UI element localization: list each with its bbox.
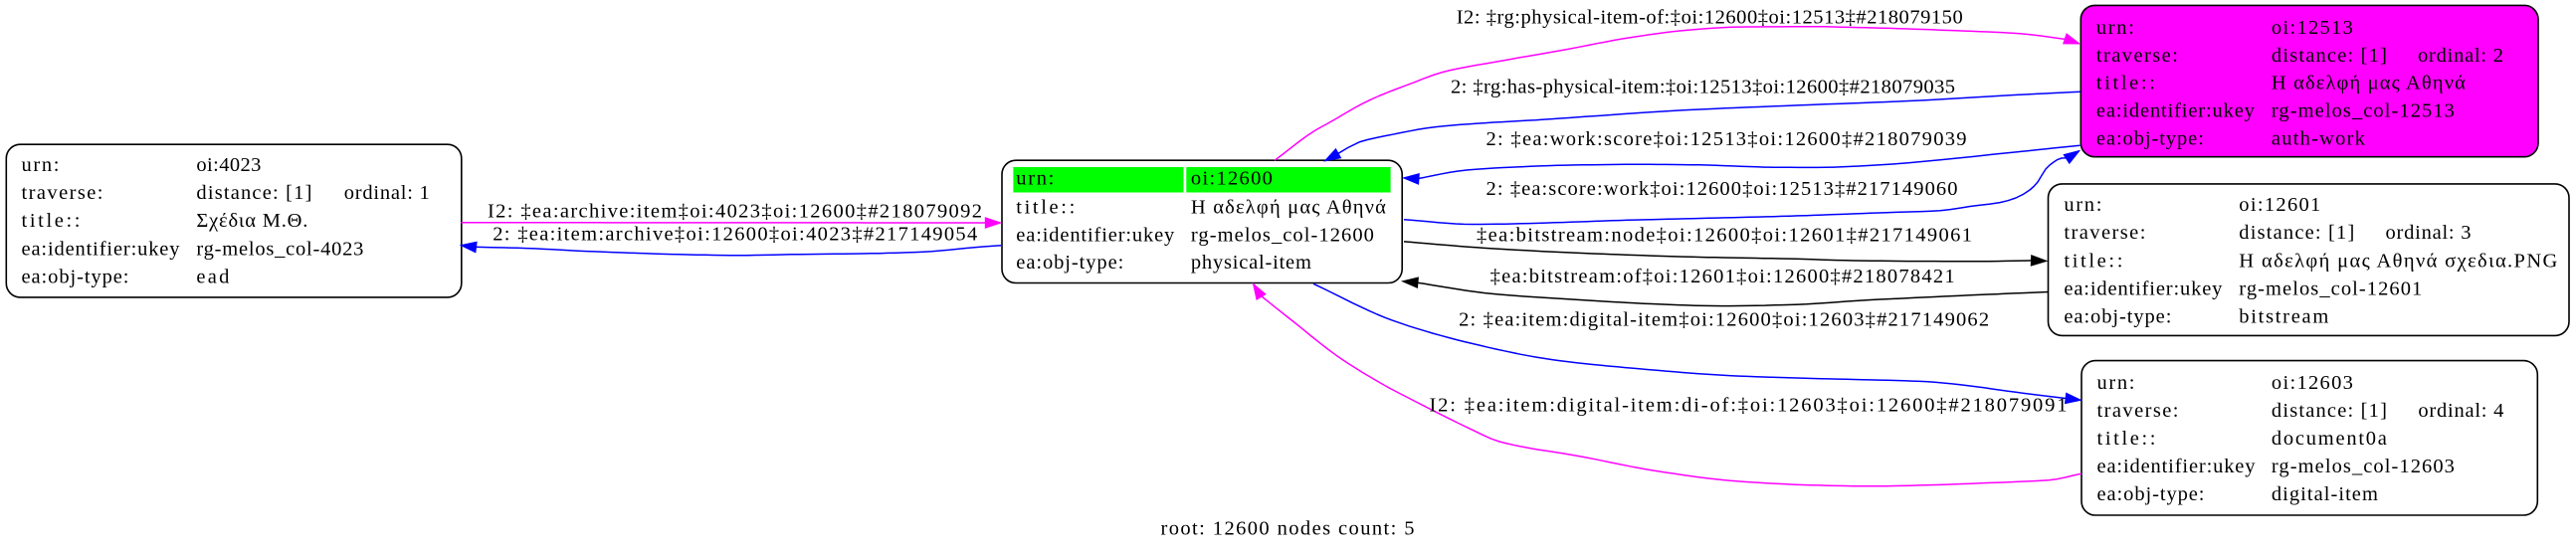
svg-text:‡ea:bitstream:of‡oi:12601‡oi:1: ‡ea:bitstream:of‡oi:12601‡oi:12600‡#2180…	[1490, 266, 1955, 287]
svg-text:I2: ‡ea:archive:item‡oi:4023‡o: I2: ‡ea:archive:item‡oi:4023‡oi:12600‡#2…	[488, 200, 982, 222]
svg-text:oi:12601: oi:12601	[2239, 194, 2320, 216]
svg-text:ordinal: 4: ordinal: 4	[2418, 400, 2503, 422]
svg-text:oi:4023: oi:4023	[196, 154, 261, 176]
svg-text:ea:obj-type:: ea:obj-type:	[1016, 252, 1123, 274]
svg-text:oi:12600: oi:12600	[1191, 168, 1273, 190]
svg-text:oi:12513: oi:12513	[2272, 17, 2353, 39]
svg-text:2: ‡ea:score:work‡oi:12600‡oi:: 2: ‡ea:score:work‡oi:12600‡oi:12513‡#217…	[1486, 178, 1958, 200]
svg-text:Η αδελφή μας Αθηνά: Η αδελφή μας Αθηνά	[2272, 73, 2466, 94]
svg-text:distance: [1]: distance: [1]	[196, 182, 311, 204]
svg-text:document0a: document0a	[2272, 428, 2387, 450]
svg-text:I2: ‡rg:physical-item-of:‡oi:1: I2: ‡rg:physical-item-of:‡oi:12600‡oi:12…	[1457, 7, 1963, 29]
svg-text:ea:identifier:ukey: ea:identifier:ukey	[2064, 278, 2223, 299]
svg-text:ea:obj-type:: ea:obj-type:	[2064, 306, 2171, 328]
svg-text:ea:identifier:ukey: ea:identifier:ukey	[1016, 224, 1175, 246]
svg-text:distance: [1]: distance: [1]	[2239, 222, 2354, 244]
svg-text:ea:obj-type:: ea:obj-type:	[2097, 483, 2205, 505]
svg-text:rg-melos_col-12603: rg-melos_col-12603	[2272, 456, 2455, 477]
svg-text:physical-item: physical-item	[1191, 252, 1311, 274]
svg-text:bitstream: bitstream	[2239, 306, 2328, 328]
svg-text:oi:12603: oi:12603	[2272, 372, 2353, 394]
svg-text:rg-melos_col-12513: rg-melos_col-12513	[2272, 100, 2455, 122]
svg-text:distance: [1]: distance: [1]	[2272, 400, 2387, 422]
svg-text:ea:identifier:ukey: ea:identifier:ukey	[22, 238, 181, 260]
svg-text:rg-melos_col-12600: rg-melos_col-12600	[1191, 224, 1374, 246]
svg-text:traverse:: traverse:	[2064, 222, 2145, 244]
svg-text:ea:identifier:ukey: ea:identifier:ukey	[2097, 456, 2257, 477]
svg-text:ordinal: 3: ordinal: 3	[2386, 222, 2472, 244]
svg-text:Η αδελφή μας Αθηνά: Η αδελφή μας Αθηνά	[1191, 197, 1386, 219]
svg-text:traverse:: traverse:	[2097, 400, 2179, 422]
svg-text:traverse:: traverse:	[22, 182, 103, 204]
svg-text:ordinal: 2: ordinal: 2	[2418, 45, 2503, 67]
svg-text:distance: [1]: distance: [1]	[2272, 45, 2387, 67]
svg-text:2: ‡ea:work:score‡oi:12513‡oi:: 2: ‡ea:work:score‡oi:12513‡oi:12600‡#218…	[1486, 128, 1967, 150]
svg-text:I2: ‡ea:item:digital-item:di-o: I2: ‡ea:item:digital-item:di-of:‡oi:1260…	[1430, 395, 2068, 417]
svg-text:title::: title::	[2064, 250, 2122, 272]
svg-text:title::: title::	[1016, 197, 1075, 219]
svg-text:auth-work: auth-work	[2272, 127, 2366, 149]
svg-text:ordinal: 1: ordinal: 1	[344, 182, 430, 204]
svg-text:2: ‡ea:item:digital-item‡oi:12: 2: ‡ea:item:digital-item‡oi:12600‡oi:126…	[1459, 308, 1989, 330]
svg-text:‡ea:bitstream:node‡oi:12600‡oi: ‡ea:bitstream:node‡oi:12600‡oi:12601‡#21…	[1477, 224, 1972, 246]
svg-text:Σχέδια Μ.Θ.: Σχέδια Μ.Θ.	[196, 210, 307, 232]
svg-text:2: ‡ea:item:archive‡oi:12600‡o: 2: ‡ea:item:archive‡oi:12600‡oi:4023‡#21…	[493, 224, 977, 246]
svg-text:Η αδελφή μας Αθηνά σχεδια.PNG: Η αδελφή μας Αθηνά σχεδια.PNG	[2239, 250, 2557, 272]
svg-text:rg-melos_col-4023: rg-melos_col-4023	[196, 238, 363, 260]
svg-text:digital-item: digital-item	[2272, 483, 2378, 505]
svg-text:title::: title::	[22, 210, 81, 232]
svg-text:title::: title::	[2097, 428, 2156, 450]
svg-text:ea:obj-type:: ea:obj-type:	[2096, 127, 2204, 149]
svg-text:2: ‡rg:has-physical-item:‡oi:1: 2: ‡rg:has-physical-item:‡oi:12513‡oi:12…	[1451, 77, 1955, 98]
svg-text:ead: ead	[196, 266, 229, 287]
svg-text:ea:obj-type:: ea:obj-type:	[22, 266, 129, 287]
svg-text:title::: title::	[2096, 73, 2155, 94]
svg-text:traverse:: traverse:	[2096, 45, 2178, 67]
svg-text:ea:identifier:ukey: ea:identifier:ukey	[2096, 100, 2256, 122]
svg-text:rg-melos_col-12601: rg-melos_col-12601	[2239, 278, 2422, 299]
